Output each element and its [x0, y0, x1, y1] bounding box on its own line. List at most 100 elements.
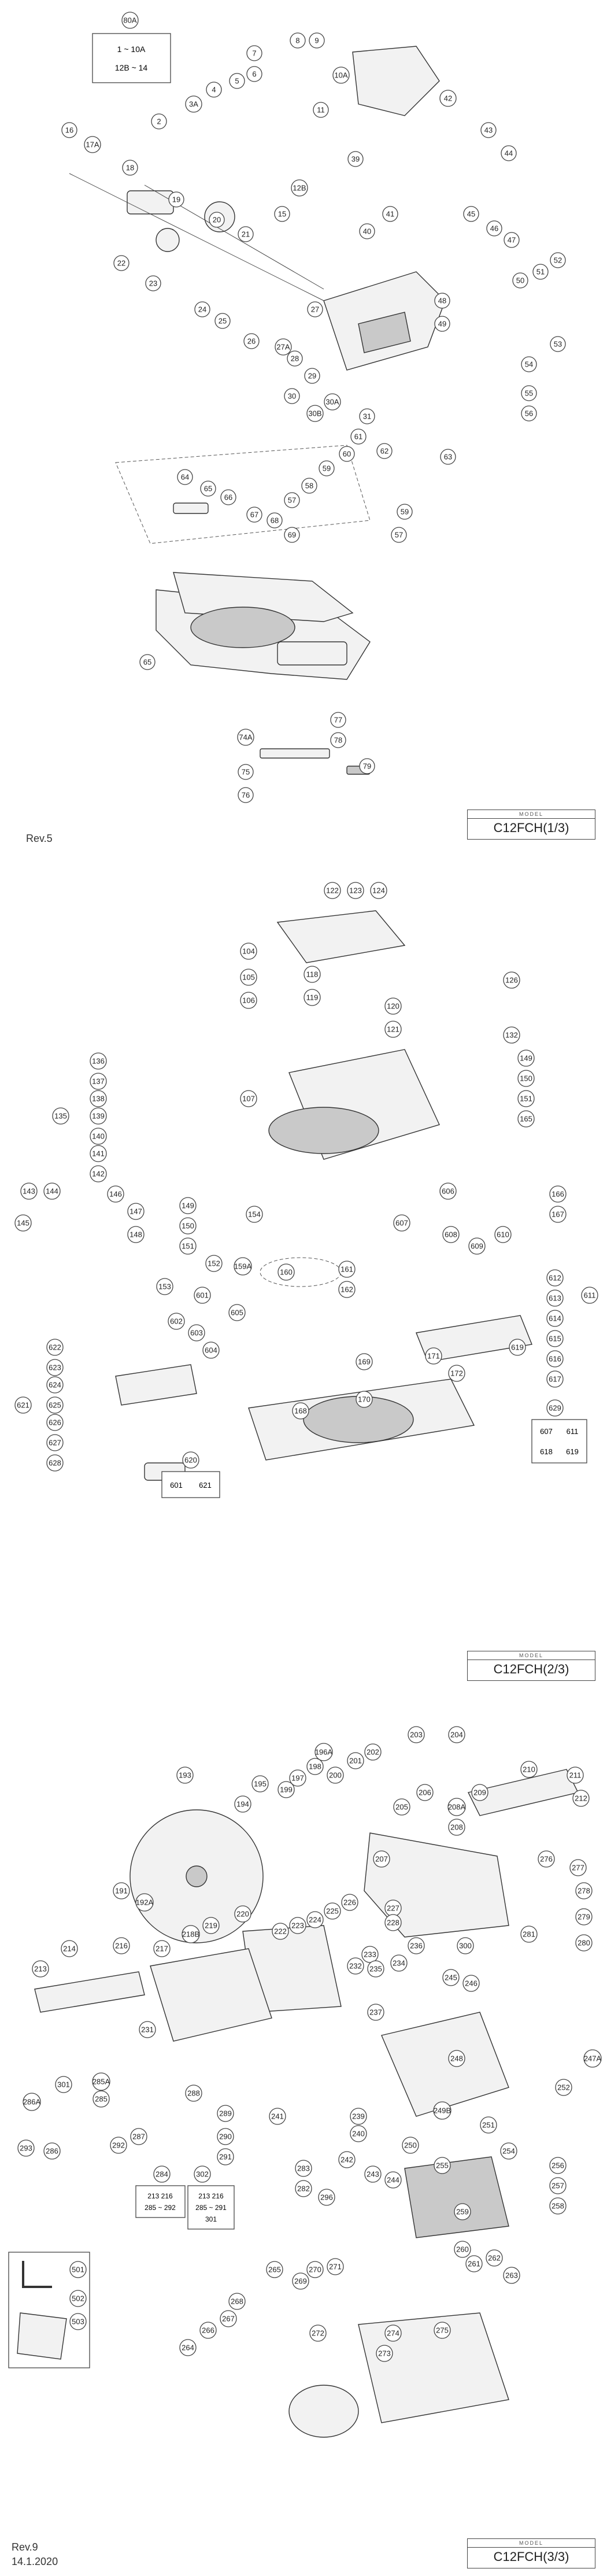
callout-249B: 249B	[433, 2101, 451, 2120]
callout-57b: 57	[391, 527, 407, 543]
callout-122: 122	[324, 882, 341, 899]
callout-6: 6	[246, 66, 262, 82]
svg-text:291: 291	[219, 2153, 232, 2161]
callout-76: 76	[238, 787, 254, 803]
callout-43: 43	[480, 122, 497, 138]
svg-text:148: 148	[129, 1230, 142, 1239]
callout-196A: 196A	[314, 1743, 333, 1761]
svg-text:205: 205	[395, 1803, 408, 1812]
svg-text:261: 261	[468, 2260, 480, 2268]
svg-text:302: 302	[196, 2170, 209, 2179]
revision-label: Rev.9	[12, 2541, 38, 2553]
svg-text:216: 216	[115, 1942, 128, 1950]
callout-193: 193	[176, 1766, 194, 1784]
svg-text:119: 119	[306, 993, 319, 1002]
callout-291: 291	[217, 2148, 234, 2165]
svg-text:191: 191	[115, 1887, 128, 1895]
svg-text:195: 195	[254, 1780, 267, 1788]
svg-text:271: 271	[329, 2263, 342, 2271]
svg-text:120: 120	[387, 1002, 399, 1011]
svg-text:12B: 12B	[293, 184, 306, 193]
model-caption: MODEL	[468, 2540, 595, 2548]
callout-165: 165	[517, 1110, 535, 1128]
svg-text:140: 140	[92, 1132, 105, 1141]
callout-143: 143	[20, 1182, 38, 1200]
svg-text:233: 233	[364, 1950, 376, 1959]
svg-text:22: 22	[117, 259, 125, 268]
svg-text:272: 272	[312, 2329, 324, 2338]
svg-text:59: 59	[401, 508, 409, 516]
callout-121: 121	[384, 1021, 402, 1038]
callout-268: 268	[228, 2293, 246, 2310]
callouts-sheet-2: 122 123 124 104 118 105 119 106 120 121 …	[14, 882, 598, 1472]
svg-text:166: 166	[552, 1190, 564, 1199]
svg-text:142: 142	[92, 1170, 105, 1178]
svg-text:5: 5	[235, 77, 239, 86]
callout-66: 66	[220, 489, 236, 505]
callout-55: 55	[521, 385, 537, 401]
callout-30B: 30B	[306, 405, 324, 422]
svg-text:146: 146	[109, 1190, 122, 1199]
svg-text:286: 286	[46, 2147, 58, 2156]
svg-text:252: 252	[557, 2083, 570, 2092]
callout-219: 219	[202, 1917, 220, 1934]
callout-285: 285	[92, 2090, 110, 2108]
svg-text:51: 51	[536, 268, 545, 276]
svg-text:15: 15	[278, 210, 286, 219]
svg-text:202: 202	[367, 1748, 379, 1757]
svg-text:1 ~ 10A: 1 ~ 10A	[117, 45, 146, 54]
callout-210: 210	[520, 1761, 538, 1778]
svg-text:63: 63	[444, 453, 452, 461]
callout-607: 607	[393, 1214, 410, 1232]
callout-261: 261	[465, 2255, 483, 2272]
callout-296: 296	[318, 2189, 335, 2206]
svg-text:269: 269	[294, 2277, 307, 2286]
svg-text:274: 274	[387, 2329, 399, 2338]
svg-text:254: 254	[502, 2147, 515, 2156]
callout-45: 45	[463, 206, 479, 222]
callout-232: 232	[347, 1957, 364, 1975]
callout-54: 54	[521, 356, 537, 372]
svg-text:226: 226	[343, 1898, 356, 1907]
svg-text:603: 603	[190, 1329, 203, 1337]
svg-text:503: 503	[72, 2318, 84, 2326]
callout-168: 168	[292, 1402, 309, 1420]
callout-622: 622	[46, 1339, 64, 1356]
svg-text:246: 246	[465, 1979, 478, 1988]
callout-41: 41	[382, 206, 398, 222]
callout-225: 225	[324, 1902, 341, 1920]
callout-608: 608	[442, 1226, 460, 1243]
svg-text:276: 276	[540, 1855, 553, 1864]
svg-text:52: 52	[554, 256, 562, 265]
model-box: MODEL C12FCH(2/3)	[467, 1651, 595, 1681]
callout-10A: 10A	[332, 66, 350, 84]
svg-text:151: 151	[182, 1242, 194, 1251]
callout-141: 141	[90, 1145, 107, 1162]
svg-text:623: 623	[49, 1363, 61, 1372]
callout-236: 236	[408, 1937, 425, 1954]
svg-text:247A: 247A	[584, 2054, 602, 2063]
svg-text:162: 162	[340, 1285, 353, 1294]
callout-273: 273	[376, 2345, 393, 2362]
svg-text:220: 220	[236, 1910, 249, 1919]
svg-text:601: 601	[196, 1291, 209, 1300]
callout-228: 228	[384, 1914, 402, 1931]
callout-30: 30	[284, 388, 300, 404]
svg-text:165: 165	[520, 1115, 532, 1123]
callout-285A: 285A	[92, 2072, 110, 2091]
svg-text:607: 607	[395, 1219, 408, 1228]
svg-text:59: 59	[323, 464, 331, 473]
svg-text:289: 289	[219, 2109, 232, 2118]
callout-621: 621	[14, 1396, 32, 1414]
callout-119: 119	[304, 989, 321, 1006]
callout-620: 620	[182, 1451, 199, 1469]
callout-617: 617	[546, 1370, 564, 1388]
callout-208: 208	[448, 1819, 465, 1836]
callout-62: 62	[376, 443, 393, 459]
callouts-sheet-1: 80A 7 8 9 10A 42 2 3A 4 5 6 11 16 17A 12…	[61, 12, 566, 803]
callout-248: 248	[448, 2050, 465, 2067]
svg-text:260: 260	[456, 2245, 469, 2254]
svg-text:629: 629	[549, 1404, 561, 1413]
svg-text:206: 206	[419, 1788, 431, 1797]
callout-153: 153	[156, 1278, 173, 1295]
